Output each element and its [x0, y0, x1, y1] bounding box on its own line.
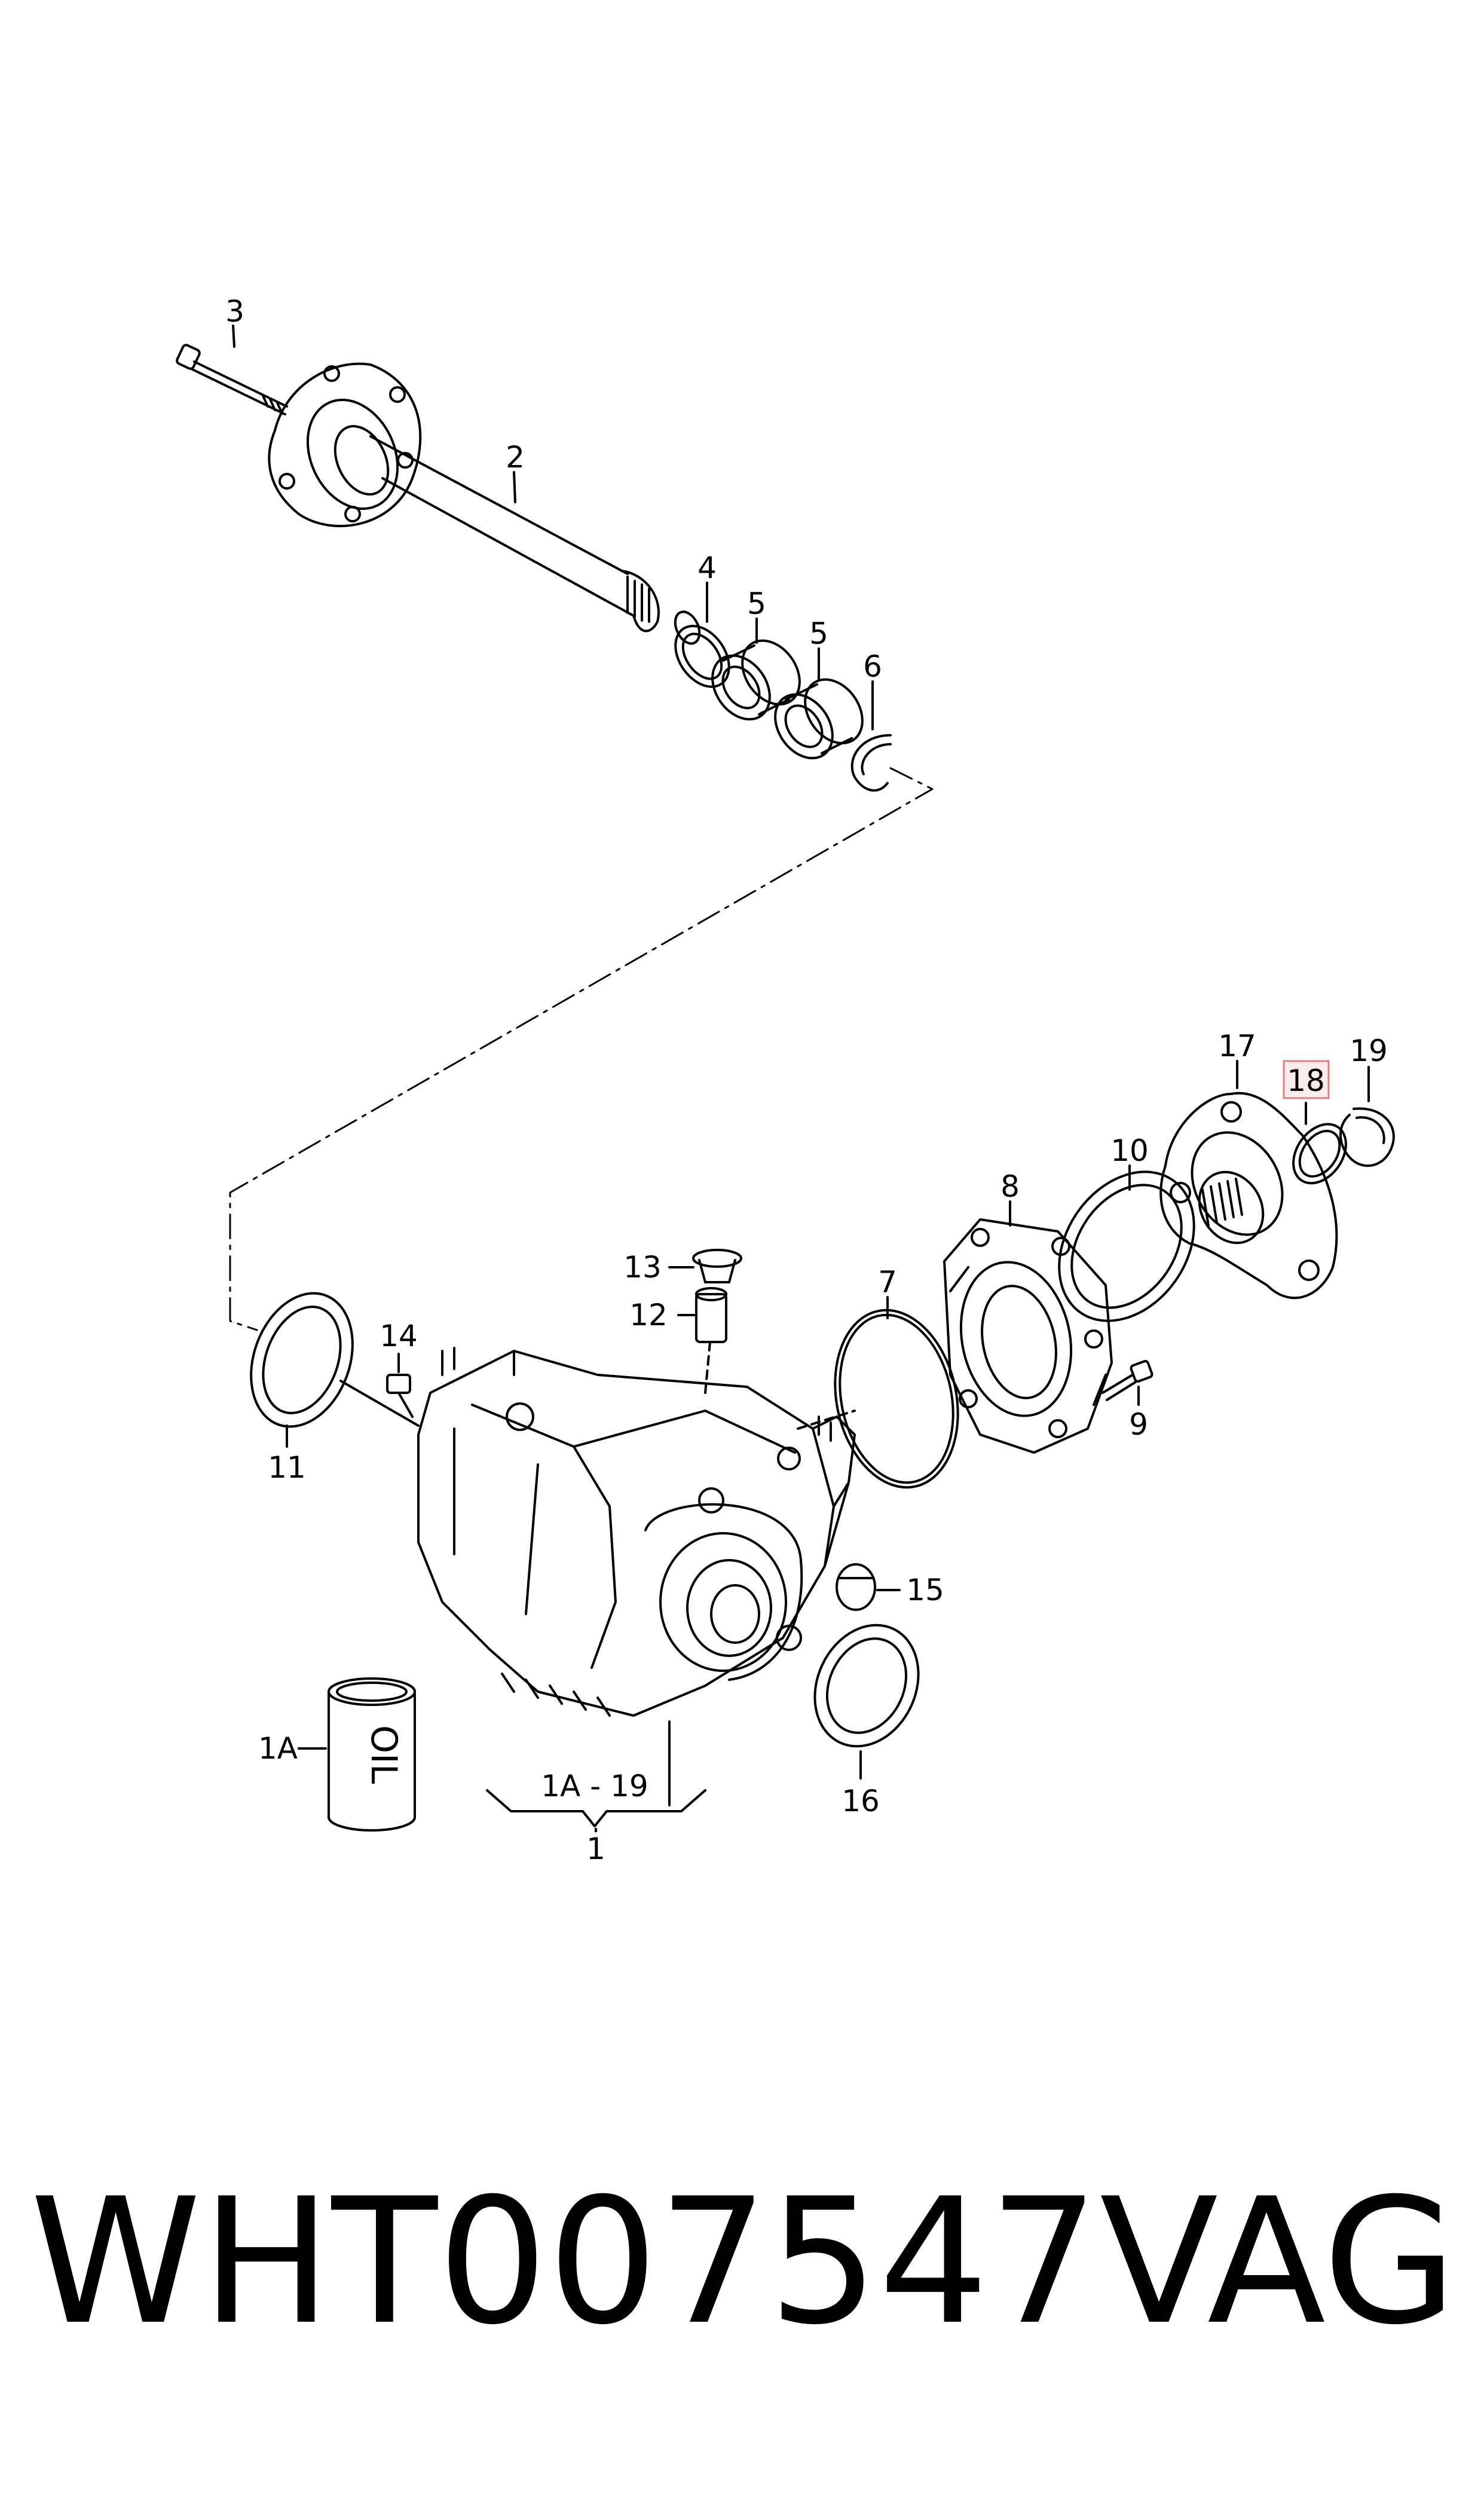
footer: WHT007547 VAG — [0, 2164, 1484, 2361]
leader-line-11-a — [339, 1380, 420, 1427]
oil-can-part-1a[interactable] — [328, 1677, 416, 1832]
leader-line-3 — [232, 325, 235, 348]
circlip-part-6[interactable] — [850, 734, 892, 792]
oil-can-label: OIL — [363, 1725, 405, 1784]
o-ring-part-7[interactable] — [819, 1298, 974, 1499]
callout-13[interactable]: 13 — [623, 1250, 662, 1285]
assembly-axis-line — [797, 1410, 856, 1430]
assembly-path-line — [229, 767, 934, 1331]
sleeve-part-12[interactable] — [695, 1287, 727, 1343]
callout-9[interactable]: 9 — [1129, 1407, 1148, 1442]
callout-12[interactable]: 12 — [629, 1298, 668, 1332]
ring-part-4[interactable] — [665, 616, 740, 696]
callout-6[interactable]: 6 — [863, 649, 882, 684]
callout-5b[interactable]: 5 — [809, 616, 828, 651]
callout-14[interactable]: 14 — [380, 1319, 418, 1353]
callout-3[interactable]: 3 — [225, 294, 244, 329]
callout-1a-19[interactable]: 1A - 19 — [541, 1769, 648, 1803]
needle-bearing-part-5a[interactable] — [700, 629, 811, 730]
callout-1a[interactable]: 1A — [258, 1731, 298, 1766]
callout-15[interactable]: 15 — [906, 1573, 944, 1607]
needle-bearing-part-5b[interactable] — [763, 668, 874, 769]
flange-shaft-part-2[interactable] — [268, 362, 704, 647]
callout-2[interactable]: 2 — [506, 440, 525, 475]
flange-part-17[interactable] — [1159, 1092, 1338, 1300]
ring-part-18[interactable] — [1283, 1114, 1357, 1193]
callout-18[interactable]: 18 — [1287, 1063, 1325, 1098]
final-drive-housing-part-1[interactable] — [417, 1347, 856, 1717]
seal-part-11[interactable] — [233, 1279, 370, 1441]
callout-19[interactable]: 19 — [1350, 1034, 1388, 1068]
bearing-housing-part-8[interactable] — [943, 1218, 1113, 1454]
callout-highlight-box — [1283, 1060, 1330, 1099]
leader-line-12-b — [704, 1341, 711, 1394]
seal-part-16[interactable] — [795, 1608, 937, 1763]
callout-4[interactable]: 4 — [697, 551, 717, 585]
cap-part-15[interactable] — [836, 1563, 876, 1611]
plug-part-13[interactable] — [692, 1249, 742, 1283]
callout-7[interactable]: 7 — [878, 1265, 897, 1300]
callout-17[interactable]: 17 — [1218, 1029, 1256, 1063]
callout-16[interactable]: 16 — [842, 1784, 880, 1818]
callout-1[interactable]: 1 — [586, 1832, 605, 1866]
callout-11[interactable]: 11 — [268, 1450, 306, 1485]
brand-name: VAG — [1100, 2162, 1457, 2363]
circlip-part-19[interactable] — [1339, 1107, 1395, 1167]
callout-8[interactable]: 8 — [1000, 1169, 1020, 1204]
leader-line-2 — [513, 471, 516, 503]
seal-part-10[interactable] — [1032, 1146, 1222, 1347]
part-number: WHT007547 — [30, 2162, 1099, 2363]
bolt-part-3[interactable] — [176, 344, 288, 415]
bolt-part-9[interactable] — [1101, 1360, 1153, 1401]
screw-part-14[interactable] — [386, 1374, 414, 1418]
callout-5a[interactable]: 5 — [747, 586, 766, 621]
callout-10[interactable]: 10 — [1110, 1133, 1149, 1168]
group-bracket-1a-19 — [486, 1789, 706, 1827]
